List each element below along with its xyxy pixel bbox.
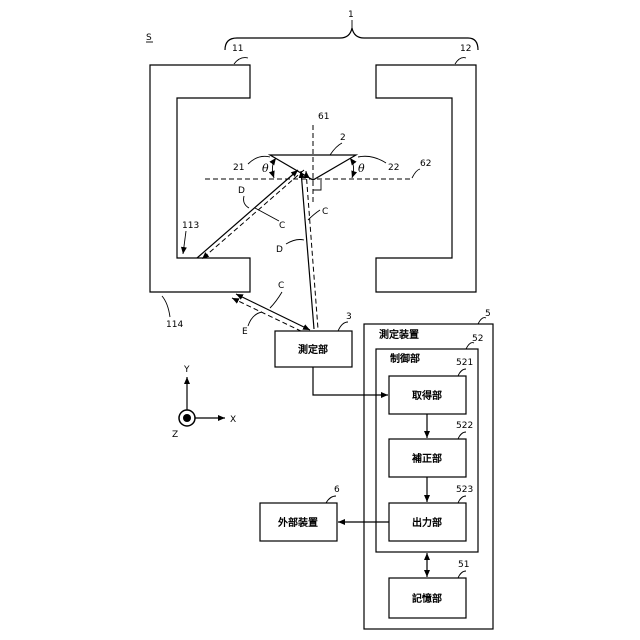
measure-unit-number: 3	[346, 312, 352, 322]
ray-d-left-label: D	[238, 186, 245, 196]
system-label: S	[146, 33, 152, 43]
z-axis-dot-icon	[183, 414, 191, 422]
acquire-unit-text: 取得部	[412, 389, 442, 402]
external-device-number: 6	[334, 485, 340, 495]
axis-62-leader	[412, 169, 420, 178]
output-unit-number: 523	[456, 485, 473, 495]
ray-c-left-leader	[255, 208, 279, 221]
ray-e-bottom-label: E	[242, 327, 248, 337]
measure-unit-text: 測定部	[298, 343, 328, 356]
output-unit-text: 出力部	[412, 516, 442, 529]
wall-113-leader	[183, 231, 186, 254]
right-angle-marker	[313, 180, 321, 190]
part-11-leader	[234, 58, 248, 64]
angle-arc-right	[350, 158, 354, 178]
z-axis-label: Z	[172, 430, 178, 440]
part-12-label: 12	[460, 44, 471, 54]
x-axis-label: X	[230, 415, 236, 425]
measure-unit-leader	[338, 322, 348, 331]
y-axis-label: Y	[183, 365, 190, 375]
external-device-leader	[326, 496, 336, 503]
correct-unit-text: 補正部	[411, 452, 442, 465]
face-21-label: 21	[233, 163, 244, 173]
part-12-leader	[455, 58, 466, 64]
ray-d-vertical-leader	[286, 240, 304, 245]
ray-c-left-label: C	[279, 221, 285, 231]
acquire-unit-number: 521	[456, 358, 473, 368]
ray-c-bottom-leader	[270, 292, 282, 308]
theta-right: θ	[358, 162, 365, 175]
part-11-label: 11	[232, 44, 243, 54]
correct-unit-number: 522	[456, 421, 473, 431]
wall-113-label: 113	[182, 221, 199, 231]
frame-brace	[225, 28, 478, 50]
ray-c-bottom-label: C	[278, 281, 284, 291]
measure-device-text: 測定装置	[379, 328, 419, 341]
theta-left: θ	[262, 162, 269, 175]
ray-d-vertical-label: D	[276, 245, 283, 255]
ray-c-bottom	[236, 294, 310, 330]
ray-c-vertical-label: C	[322, 207, 328, 217]
frame-part-left	[150, 65, 250, 292]
external-device-text: 外部装置	[277, 516, 318, 529]
storage-unit-text: 記憶部	[412, 592, 442, 605]
axis-62-label: 62	[420, 159, 431, 169]
prism-label: 2	[340, 133, 346, 143]
axis-61-label: 61	[318, 112, 329, 122]
ray-c-vertical	[301, 171, 314, 329]
control-unit-text: 制御部	[390, 352, 420, 365]
angle-arc-left	[272, 158, 276, 178]
storage-unit-number: 51	[458, 560, 469, 570]
ray-d-left	[202, 170, 304, 259]
prism-leader	[330, 143, 342, 155]
wall-114-label: 114	[166, 320, 183, 330]
face-22-label: 22	[388, 163, 399, 173]
ray-d-left-leader	[244, 196, 249, 208]
ray-e-bottom-leader	[248, 312, 262, 326]
wall-114-leader	[162, 296, 170, 317]
frame-label: 1	[348, 10, 354, 20]
